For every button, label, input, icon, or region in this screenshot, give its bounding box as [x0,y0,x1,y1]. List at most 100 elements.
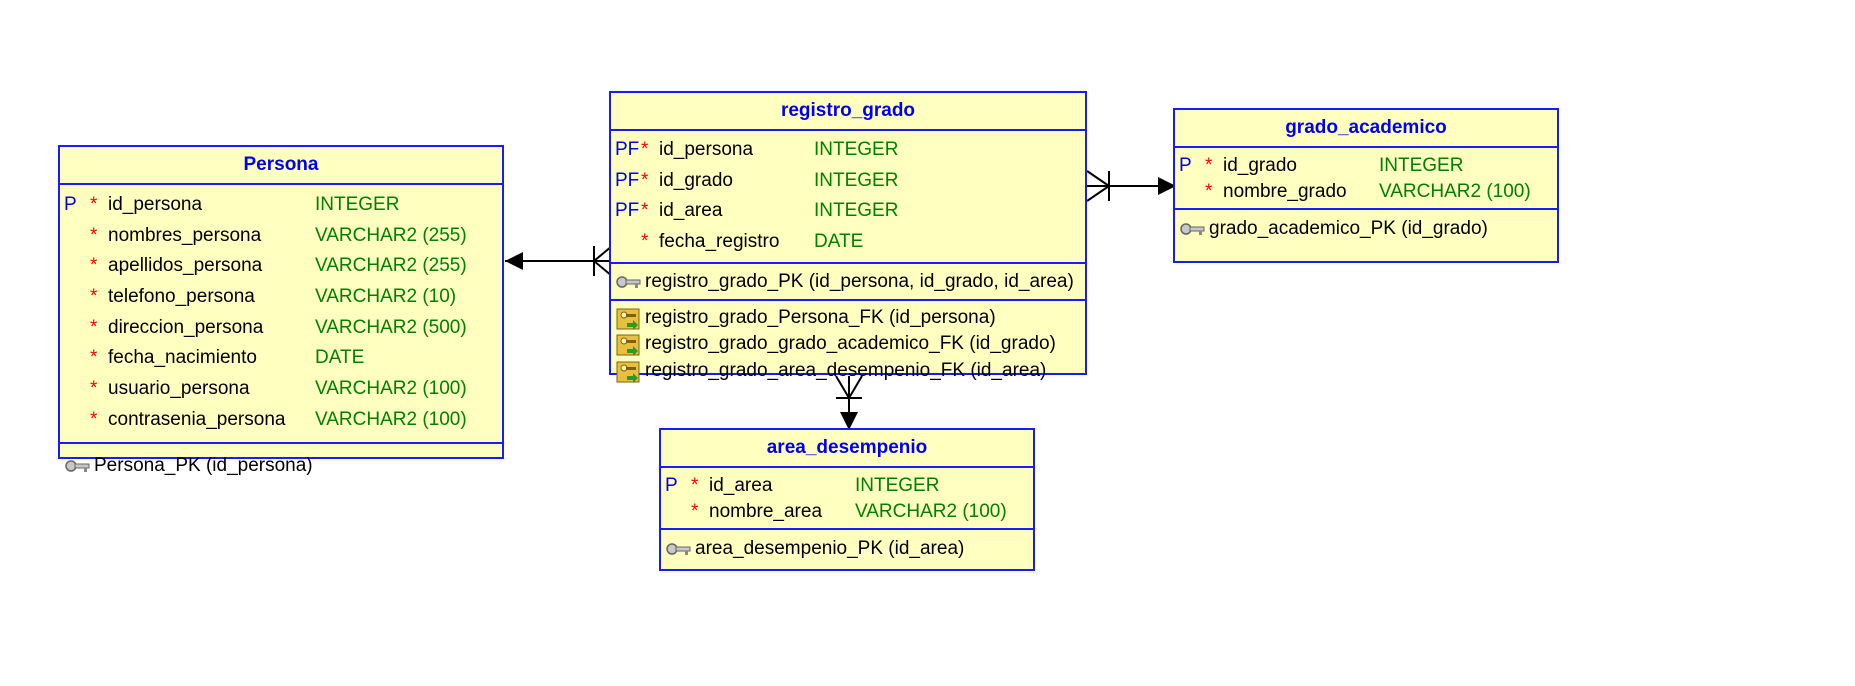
fk-list: registro_grado_Persona_FK (id_persona) r… [611,301,1085,389]
fk-row: registro_grado_area_desempenio_FK (id_ar… [611,358,1085,385]
column-type: DATE [814,231,864,253]
pk-label: Persona_PK (id_persona) [94,454,313,476]
column-type: INTEGER [814,139,899,160]
pk-row: Persona_PK (id_persona) [60,450,502,481]
column-name: fecha_nacimiento [108,347,257,369]
column-type: INTEGER [814,200,899,222]
pk-label: grado_academico_PK (id_grado) [1209,218,1488,239]
entity-title: grado_academico [1175,110,1557,148]
column-row: * telefono_persona VARCHAR2 (10) [60,282,502,313]
pk-flag: P [64,194,77,215]
column-type: DATE [315,347,365,369]
entity-title: registro_grado [611,93,1085,131]
required-marker: * [90,378,98,400]
column-name: fecha_registro [659,231,780,253]
column-name: nombres_persona [108,224,262,246]
required-marker: * [90,286,98,308]
column-type: INTEGER [855,475,940,496]
column-name: id_grado [659,169,733,191]
column-type: VARCHAR2 (100) [1379,181,1531,202]
relation-registro-grado [1086,170,1176,202]
key-list: grado_academico_PK (id_grado) [1175,210,1557,247]
fk-row: registro_grado_Persona_FK (id_persona) [611,305,1085,332]
foreign-key-icon [616,308,640,330]
pk-row: area_desempenio_PK (id_area) [661,533,1033,564]
column-row: PF* id_area INTEGER [611,196,1085,227]
required-marker: * [641,169,649,191]
required-marker: * [90,194,98,215]
column-name: contrasenia_persona [108,408,286,430]
column-type: VARCHAR2 (10) [315,286,457,308]
column-row: P * id_area INTEGER [661,473,1033,499]
entity-title: Persona [60,147,502,185]
column-type: INTEGER [1379,155,1464,176]
pk-flag: P [665,475,678,496]
column-name: id_persona [659,139,754,160]
required-marker: * [641,231,649,253]
pk-label: registro_grado_PK (id_persona, id_grado,… [645,270,1074,292]
column-name: id_area [709,475,773,496]
column-row: * fecha_registro DATE [611,227,1085,258]
key-icon [1180,223,1205,235]
key-icon [616,276,641,288]
required-marker: * [1205,155,1213,176]
key-icon [65,459,90,472]
column-type: VARCHAR2 (100) [315,378,467,400]
required-marker: * [90,255,98,277]
column-type: VARCHAR2 (500) [315,316,467,338]
column-name: nombre_grado [1223,181,1347,202]
key-list: Persona_PK (id_persona) [60,444,502,487]
column-row: * nombre_area VARCHAR2 (100) [661,499,1033,525]
column-row: * nombre_grado VARCHAR2 (100) [1175,179,1557,205]
pfk-flag: PF [615,200,640,222]
required-marker: * [641,139,649,160]
key-icon [666,543,691,555]
column-row: P * id_persona INTEGER [60,190,502,221]
required-marker: * [691,501,699,522]
fk-label: registro_grado_Persona_FK (id_persona) [645,306,996,328]
required-marker: * [641,200,649,222]
key-list: area_desempenio_PK (id_area) [661,530,1033,567]
relation-registro-area [835,375,863,430]
fk-row: registro_grado_grado_academico_FK (id_gr… [611,331,1085,358]
fk-label: registro_grado_grado_academico_FK (id_gr… [645,333,1056,355]
required-marker: * [1205,181,1213,202]
column-type: VARCHAR2 (255) [315,255,467,277]
column-type: INTEGER [315,194,400,215]
pfk-flag: PF [615,169,640,191]
fk-label: registro_grado_area_desempenio_FK (id_ar… [645,359,1047,381]
column-name: telefono_persona [108,286,255,308]
required-marker: * [90,408,98,430]
column-name: id_area [659,200,723,222]
required-marker: * [691,475,699,496]
column-type: INTEGER [814,169,899,191]
foreign-key-icon [616,334,640,357]
pk-flag: P [1179,155,1192,176]
column-row: PF* id_grado INTEGER [611,166,1085,197]
pk-row: grado_academico_PK (id_grado) [1175,213,1557,244]
column-name: nombre_area [709,501,823,522]
required-marker: * [90,347,98,369]
foreign-key-icon [616,361,640,383]
column-type: VARCHAR2 (100) [855,501,1007,522]
pk-label: area_desempenio_PK (id_area) [695,538,965,559]
relation-registro-persona [505,245,613,277]
column-type: VARCHAR2 (100) [315,408,467,430]
required-marker: * [90,316,98,338]
column-list: P * id_area INTEGER * nombre_area VARCHAR2 (1… [661,468,1033,530]
pk-row: registro_grado_PK (id_persona, id_grado,… [611,266,1085,297]
column-name: id_persona [108,194,203,215]
